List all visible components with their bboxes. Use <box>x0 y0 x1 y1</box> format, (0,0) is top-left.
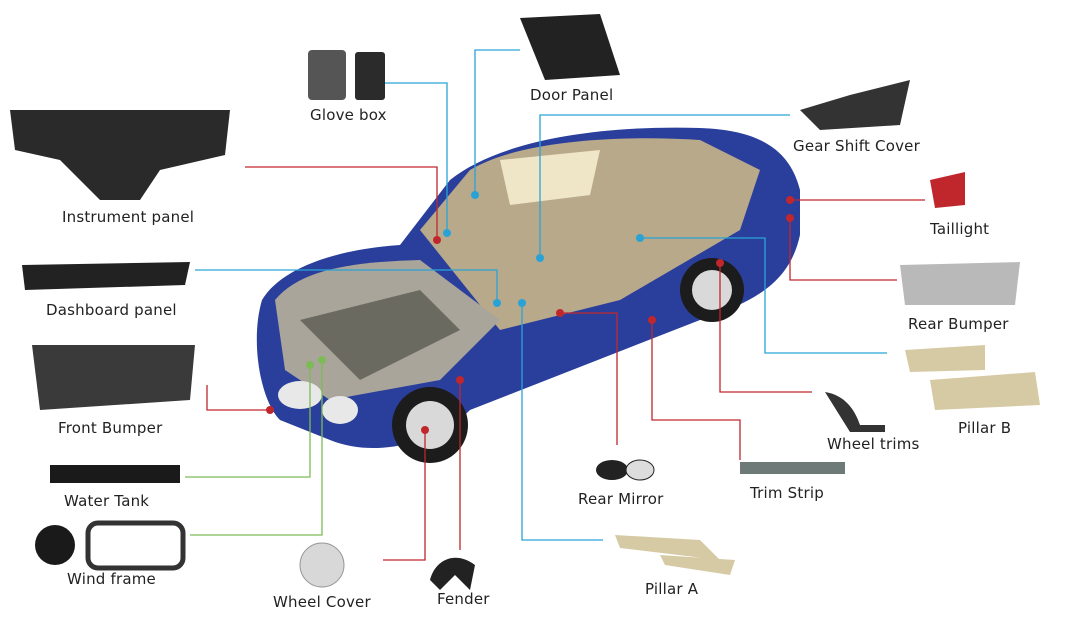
label-rear-bumper: Rear Bumper <box>908 315 1009 333</box>
label-rear-mirror: Rear Mirror <box>578 490 664 508</box>
leader-instrument-panel <box>245 166 438 240</box>
leader-dashboard-panel <box>195 269 498 303</box>
leader-pillar-b <box>640 237 887 354</box>
leader-wheel-trims <box>719 263 812 393</box>
leader-gear-shift-cover <box>539 114 790 258</box>
label-wheel-cover: Wheel Cover <box>273 593 371 611</box>
label-trim-strip: Trim Strip <box>750 484 824 502</box>
label-gear-shift-cover: Gear Shift Cover <box>793 137 920 155</box>
leader-pillar-a <box>521 303 603 541</box>
label-wind-frame: Wind frame <box>67 570 156 588</box>
leader-wheel-cover <box>383 430 426 561</box>
car-illustration <box>256 127 800 463</box>
part-thumbnails <box>10 14 1040 590</box>
leader-trim-strip <box>651 320 741 460</box>
label-pillar-b: Pillar B <box>958 419 1012 437</box>
leader-rear-mirror <box>560 312 618 445</box>
label-dashboard-panel: Dashboard panel <box>46 301 177 319</box>
label-pillar-a: Pillar A <box>645 580 699 598</box>
leader-dots <box>266 191 794 434</box>
leader-front-bumper <box>206 385 270 411</box>
leader-wind-frame <box>190 360 323 536</box>
leader-door-panel <box>474 49 520 195</box>
label-door-panel: Door Panel <box>530 86 614 104</box>
leader-rear-bumper <box>789 218 897 281</box>
label-taillight: Taillight <box>930 220 990 238</box>
label-glove-box: Glove box <box>310 106 387 124</box>
label-wheel-trims: Wheel trims <box>827 435 920 453</box>
leader-glove-box <box>385 82 448 233</box>
label-instrument-panel: Instrument panel <box>62 208 195 226</box>
label-water-tank: Water Tank <box>64 492 150 510</box>
leader-water-tank <box>185 365 311 478</box>
label-fender: Fender <box>437 590 490 608</box>
label-front-bumper: Front Bumper <box>58 419 163 437</box>
